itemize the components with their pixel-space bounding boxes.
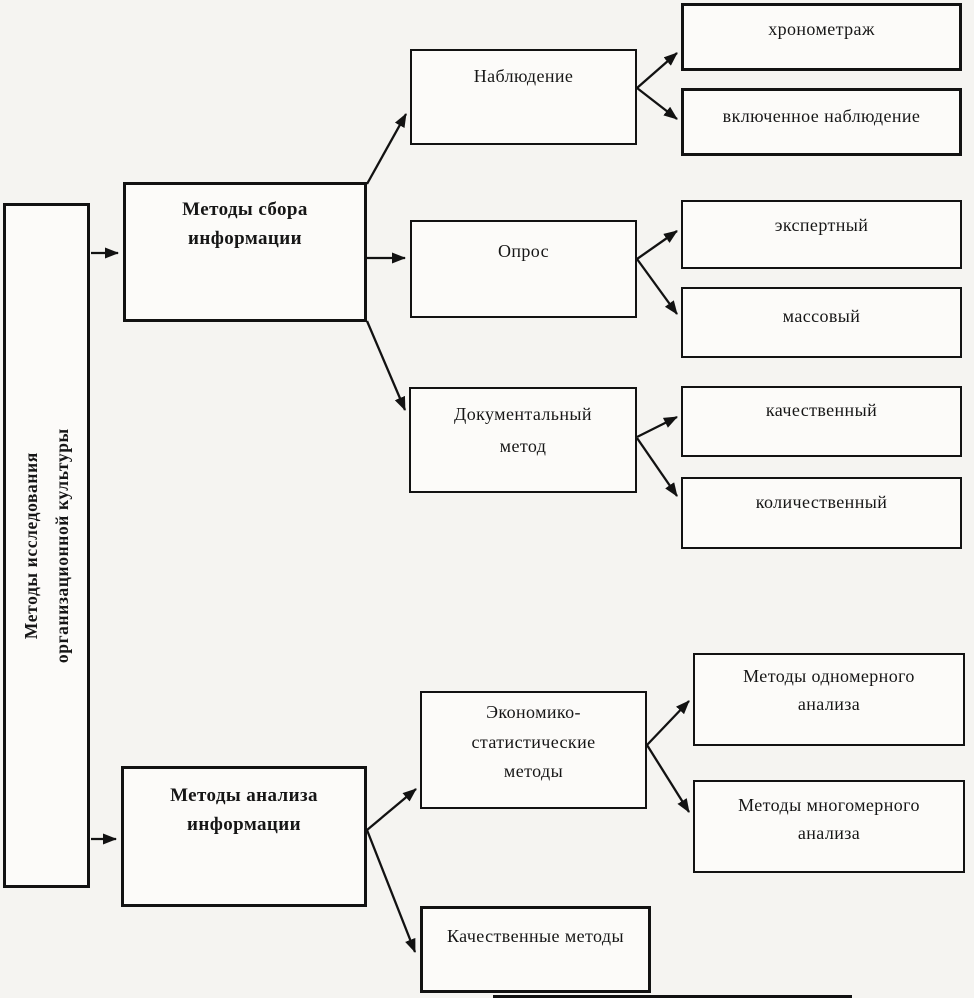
node-observation-label: Наблюдение bbox=[473, 66, 574, 86]
node-participant-observation-label: включенное наблюдение bbox=[722, 106, 921, 126]
node-quantitative: количественный bbox=[681, 477, 962, 549]
node-econstat-line1: Экономико- bbox=[486, 702, 581, 722]
node-analyze-methods: Методы анализа информации bbox=[121, 766, 367, 907]
connector-collect-documentary bbox=[365, 320, 407, 411]
node-mass: массовый bbox=[681, 287, 962, 358]
node-timekeeping-label: хронометраж bbox=[768, 19, 875, 39]
node-univariate-analysis-label: Методы одномерного анализа bbox=[695, 655, 963, 719]
connector-documentary-qualitative bbox=[636, 415, 678, 439]
node-participant-observation: включенное наблюдение bbox=[681, 88, 962, 156]
node-root: Методы исследования организационной куль… bbox=[3, 203, 90, 888]
node-observation: Наблюдение bbox=[410, 49, 637, 145]
node-econ-stat-methods-label: Экономико- статистические методы bbox=[422, 693, 645, 787]
node-qualitative: качественный bbox=[681, 386, 962, 457]
node-analyze-line1: Методы анализа bbox=[170, 785, 318, 806]
node-expert: экспертный bbox=[681, 200, 962, 269]
node-qualitative-methods: Качественные методы bbox=[420, 906, 651, 993]
node-econ-stat-methods: Экономико- статистические методы bbox=[420, 691, 647, 809]
node-root-line2: организационной культуры bbox=[51, 428, 72, 663]
node-timekeeping: хронометраж bbox=[681, 3, 962, 71]
node-univariate-line2: анализа bbox=[797, 693, 861, 714]
node-multivariate-line1: Методы многомерного bbox=[738, 795, 920, 815]
connector-analyze-econstat bbox=[366, 788, 417, 831]
connector-survey-mass bbox=[636, 258, 678, 315]
node-multivariate-line2: анализа bbox=[797, 822, 861, 843]
connector-econstat-univariate bbox=[646, 700, 690, 746]
node-analyze-line2: информации bbox=[187, 814, 301, 836]
node-univariate-analysis: Методы одномерного анализа bbox=[693, 653, 965, 746]
node-collect-methods-label: Методы сбора информации bbox=[126, 185, 364, 254]
node-collect-line1: Методы сбора bbox=[182, 199, 308, 220]
node-multivariate-analysis-label: Методы многомерного анализа bbox=[695, 782, 963, 848]
node-expert-label: экспертный bbox=[774, 215, 869, 235]
node-analyze-methods-label: Методы анализа информации bbox=[124, 769, 364, 840]
node-survey: Опрос bbox=[410, 220, 637, 318]
connector-collect-observation bbox=[365, 113, 408, 185]
node-mass-label: массовый bbox=[782, 306, 861, 326]
connector-survey-expert bbox=[636, 230, 678, 260]
connector-observation-participant bbox=[636, 87, 678, 120]
node-root-label: Методы исследования организационной куль… bbox=[16, 428, 77, 663]
scan-edge-artifact bbox=[493, 995, 852, 998]
node-qualitative-label: качественный bbox=[765, 400, 878, 420]
node-documentary-method-label: Документальный метод bbox=[411, 389, 635, 462]
node-documentary-line1: Документальный bbox=[454, 404, 592, 424]
connector-econstat-multivariate bbox=[646, 744, 690, 813]
connector-observation-timekeeping bbox=[636, 52, 678, 89]
node-documentary-method: Документальный метод bbox=[409, 387, 637, 493]
node-quantitative-label: количественный bbox=[755, 492, 888, 512]
node-multivariate-analysis: Методы многомерного анализа bbox=[693, 780, 965, 873]
node-root-line1: Методы исследования bbox=[20, 452, 41, 639]
node-collect-methods: Методы сбора информации bbox=[123, 182, 367, 322]
node-econstat-line3: методы bbox=[503, 761, 564, 782]
node-qualitative-methods-label: Качественные методы bbox=[447, 926, 624, 946]
node-survey-label: Опрос bbox=[497, 241, 550, 261]
node-documentary-line2: метод bbox=[499, 435, 547, 456]
connector-documentary-quantitative bbox=[636, 437, 678, 497]
node-univariate-line1: Методы одномерного bbox=[743, 666, 915, 686]
connector-analyze-qualmethods bbox=[365, 829, 417, 953]
node-econstat-line2: статистические bbox=[471, 731, 596, 752]
node-collect-line2: информации bbox=[188, 228, 302, 250]
